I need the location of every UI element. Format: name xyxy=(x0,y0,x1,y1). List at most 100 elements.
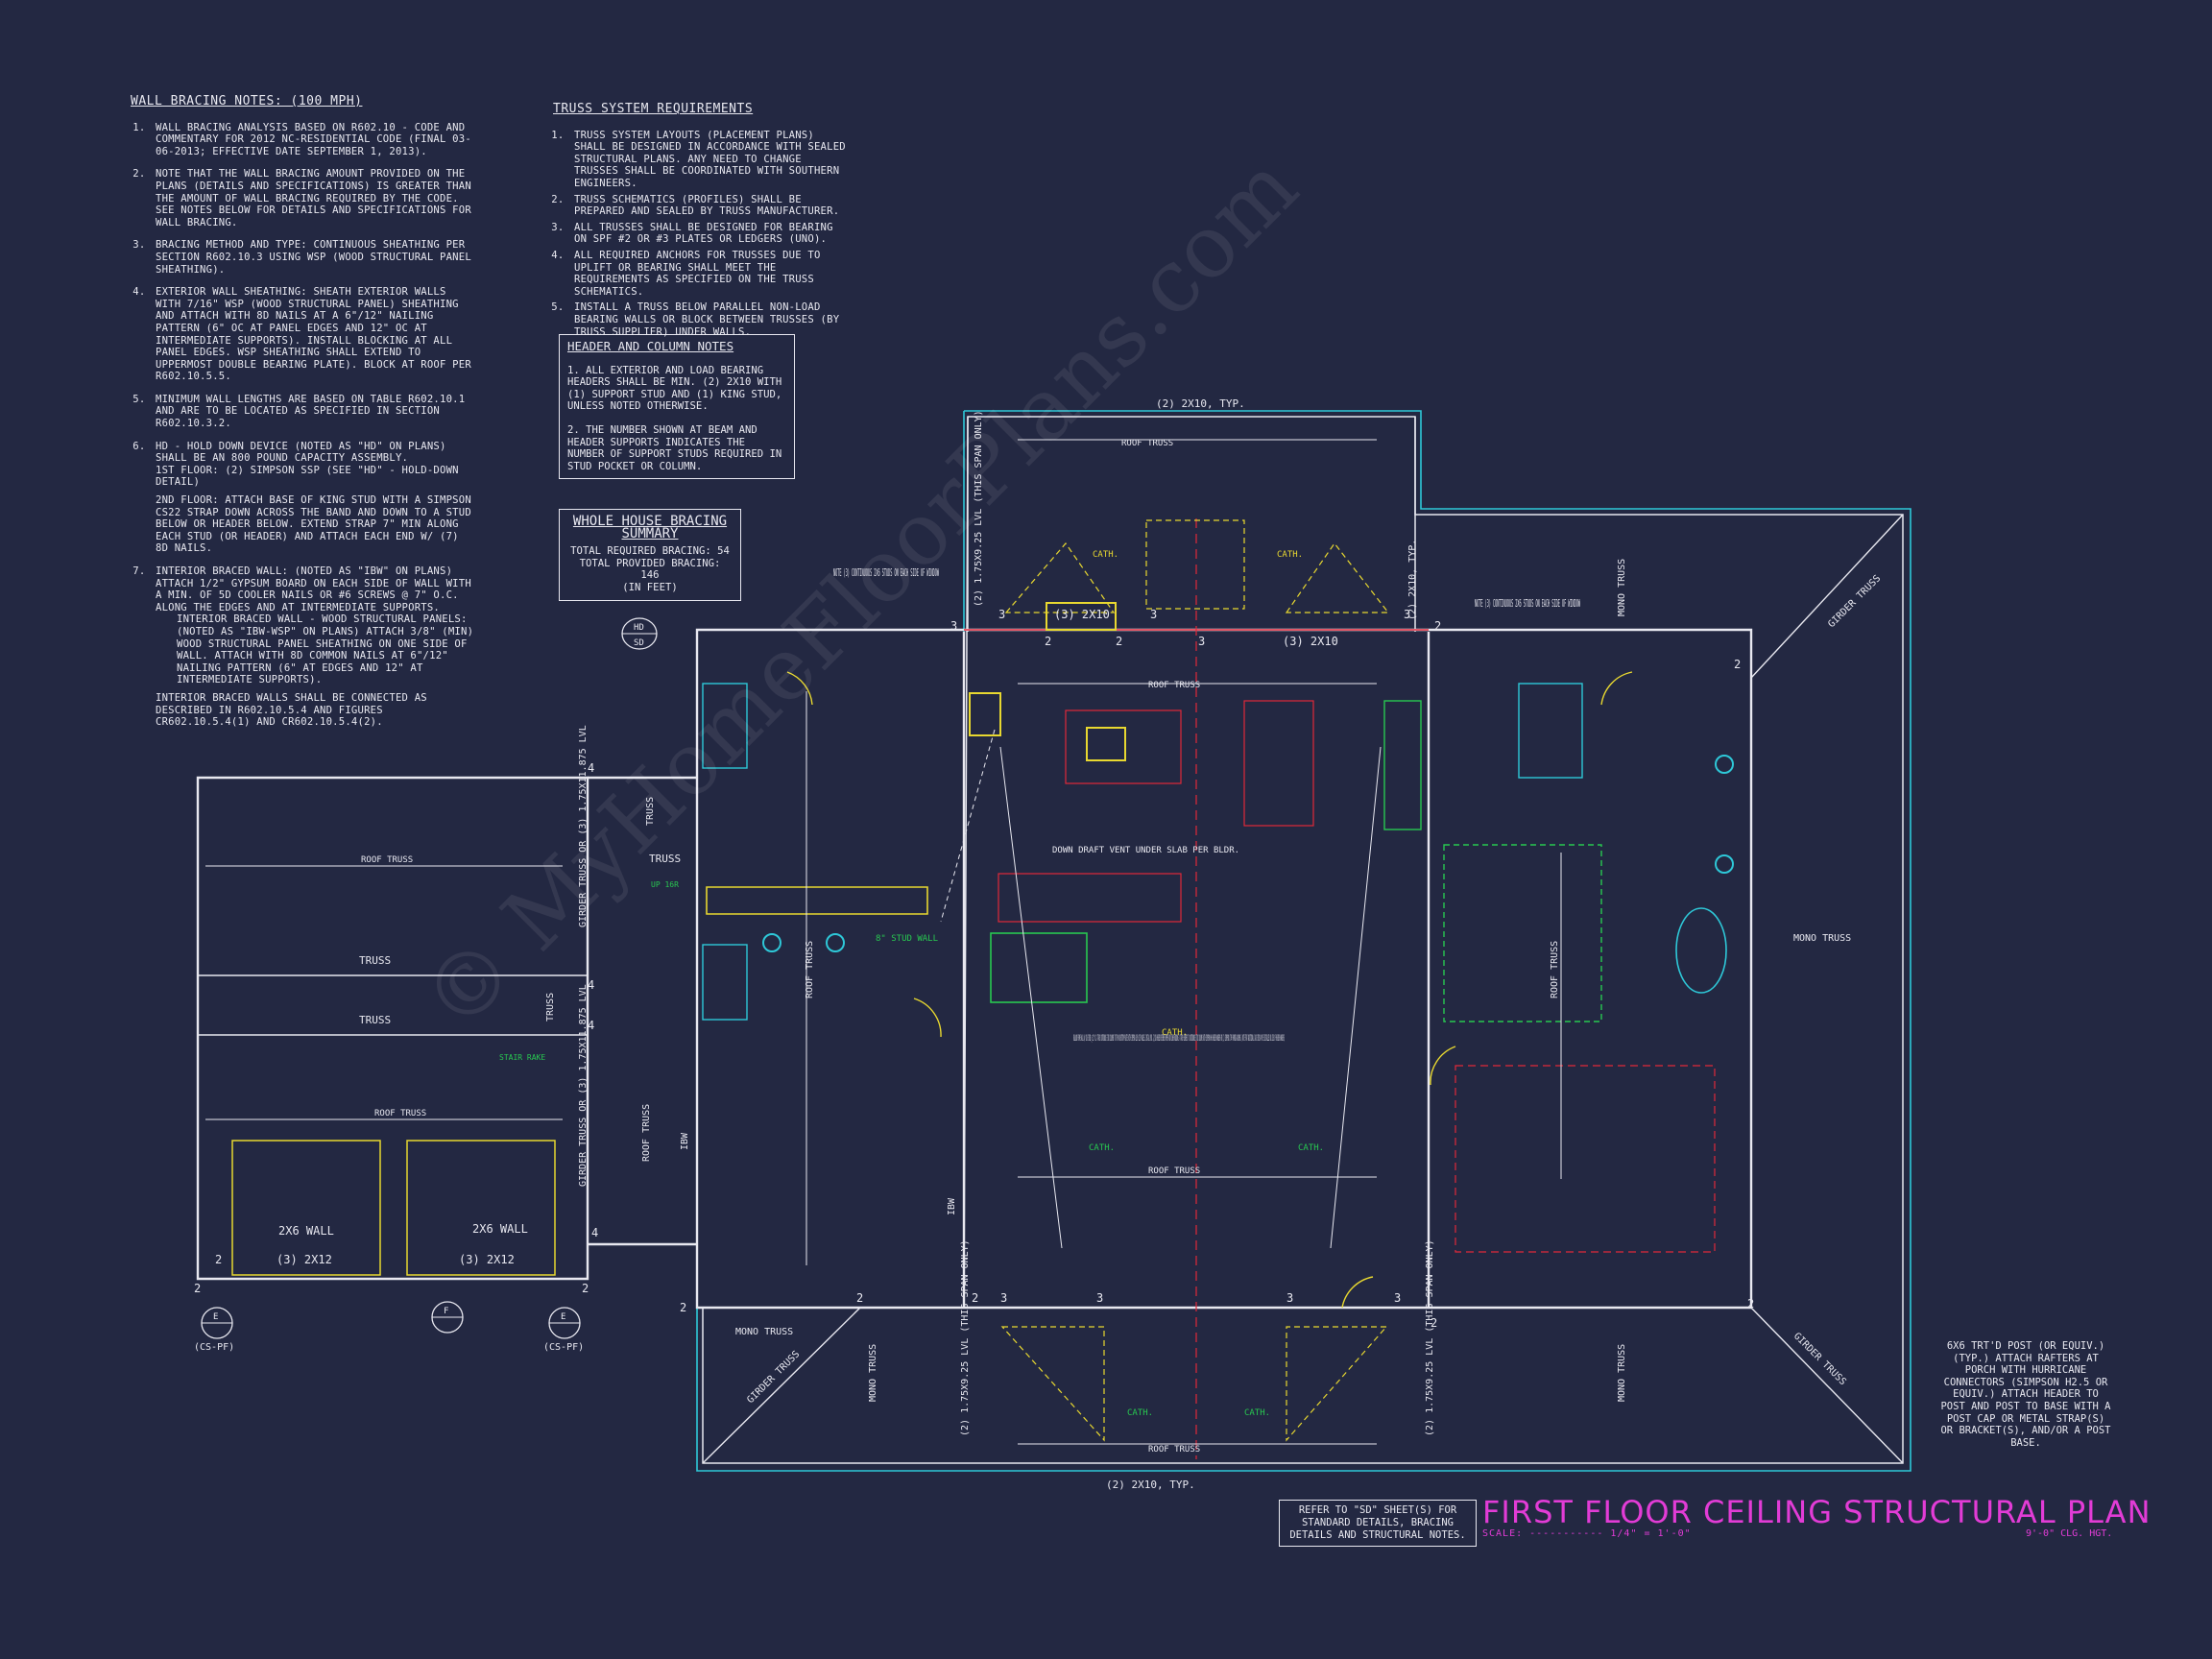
fireplace-top xyxy=(1046,602,1117,631)
header-column-notes: HEADER AND COLUMN NOTES 1. ALL EXTERIOR … xyxy=(559,334,795,480)
lvl-span-label: (2) 1.75x9.25 LVL (THIS SPAN ONLY) xyxy=(1425,1239,1435,1436)
header-note: 2. THE NUMBER SHOWN AT BEAM AND HEADER S… xyxy=(567,423,782,472)
sheet-title: FIRST FLOOR CEILING STRUCTURAL PLAN xyxy=(1482,1494,2152,1530)
roof-truss-label: ROOF TRUSS xyxy=(1148,1166,1200,1176)
truss-system-title: TRUSS SYSTEM REQUIREMENTS xyxy=(553,102,754,116)
stud-count: 2 xyxy=(215,1253,222,1266)
green-desk xyxy=(990,932,1088,1003)
interior-main-walls xyxy=(962,632,1431,1308)
stud-count: 2 xyxy=(194,1282,201,1295)
wall-bracing-item: HD - HOLD DOWN DEVICE (NOTED AS "HD" ON … xyxy=(152,441,476,555)
stud-count: 2 xyxy=(1747,1297,1754,1310)
wall-bracing-notes: WALL BRACING NOTES: (100 MPH) WALL BRACI… xyxy=(131,95,476,739)
cs-pf-label: (CS-PF) xyxy=(194,1342,234,1353)
wall-bracing-item: WALL BRACING ANALYSIS BASED ON R602.10 -… xyxy=(152,122,476,158)
bathtub xyxy=(1675,907,1727,994)
truss-label: TRUSS xyxy=(649,853,681,865)
cath-label: CATH. xyxy=(1244,1408,1270,1418)
wall-bracing-last: INTERIOR BRACED WALLS SHALL BE CONNECTED… xyxy=(156,691,427,729)
stud-count: 4 xyxy=(588,761,594,775)
ceiling-height: 9'-0" CLG. HGT. xyxy=(2026,1528,2113,1539)
roof-truss-label: ROOF TRUSS xyxy=(361,855,413,865)
garage-door-1 xyxy=(231,1140,381,1276)
door-swings xyxy=(786,671,1633,1309)
garage-truss-lines xyxy=(198,974,588,1036)
truss-vertical: TRUSS xyxy=(645,797,656,826)
bracing-summary-title: WHOLE HOUSE BRACING SUMMARY xyxy=(572,514,728,541)
shower-left xyxy=(702,683,748,769)
cath-label: CATH. xyxy=(1127,1408,1153,1418)
wall-bracing-bullet: 2ND FLOOR: ATTACH BASE OF KING STUD WITH… xyxy=(156,494,471,555)
stud-count: 3 xyxy=(1150,608,1157,621)
stud-count: 2 xyxy=(1116,635,1122,648)
stud-count: 3 xyxy=(998,608,1005,621)
stud-count: 2 xyxy=(680,1301,686,1314)
sink-2 xyxy=(1715,854,1734,874)
roof-truss-label: ROOF TRUSS xyxy=(1148,681,1200,690)
bracing-summary: WHOLE HOUSE BRACING SUMMARY TOTAL REQUIR… xyxy=(559,509,741,601)
cath-label: CATH. xyxy=(1093,550,1118,560)
cath-label: CATH. xyxy=(1277,550,1303,560)
truss-span-arrows-vertical xyxy=(805,691,1562,1265)
reference-note-box: REFER TO "SD" SHEET(S) FOR STANDARD DETA… xyxy=(1279,1500,1477,1547)
range-hood xyxy=(969,692,1001,736)
note3-left: NOTE (3) CONTINUOUS 2x6 STUDS ON EACH SI… xyxy=(833,566,939,579)
girder-lvl-label: GIRDER TRUSS OR (3) 1.75x11.875 LVL xyxy=(578,984,589,1187)
header-notes-title: HEADER AND COLUMN NOTES xyxy=(567,339,734,353)
tag-f-text: F xyxy=(444,1307,448,1316)
lvl-span-label: (2) 1.75x9.25 LVL (THIS SPAN ONLY) xyxy=(960,1239,971,1436)
stud-count: 4 xyxy=(591,1226,598,1239)
stud-count: 2 xyxy=(972,1291,978,1305)
note3-right: NOTE (3) CONTINUOUS 2x6 STUDS ON EACH SI… xyxy=(1475,597,1580,610)
truss-vertical: TRUSS xyxy=(545,993,556,1022)
stud-count: 3 xyxy=(1198,635,1205,648)
wall-2x6-label: 2x6 WALL xyxy=(472,1222,528,1236)
header-note: 1. ALL EXTERIOR AND LOAD BEARING HEADERS… xyxy=(567,364,782,413)
cs-pf-label: (CS-PF) xyxy=(543,1342,584,1353)
shower-left-2 xyxy=(702,944,748,1021)
bracing-provided: TOTAL PROVIDED BRACING: 146 xyxy=(579,557,721,582)
girder-truss-label: GIRDER TRUSS xyxy=(745,1349,802,1406)
header-3-2x12: (3) 2x12 xyxy=(276,1253,332,1266)
red-dashed-room xyxy=(1455,1065,1716,1253)
mono-truss-vertical: MONO TRUSS xyxy=(868,1344,878,1402)
stud-count: 2 xyxy=(856,1291,863,1305)
sink-3 xyxy=(762,933,781,952)
bottom-header-label: (2) 2x10, TYP. xyxy=(1106,1479,1195,1491)
wall-bracing-item: INTERIOR BRACED WALL: (NOTED AS "IBW" ON… xyxy=(152,565,476,729)
red-counter xyxy=(998,873,1182,923)
tag-e-text: E xyxy=(213,1312,218,1322)
mono-truss-label: MONO TRUSS xyxy=(735,1327,793,1337)
girder-diagonals xyxy=(702,514,1904,1464)
truss-item: ALL REQUIRED ANCHORS FOR TRUSSES DUE TO … xyxy=(570,250,851,298)
sink-1 xyxy=(1715,755,1734,774)
truss-item: ALL TRUSSES SHALL BE DESIGNED FOR BEARIN… xyxy=(570,222,851,246)
bracing-unit: (IN FEET) xyxy=(622,581,678,593)
plan-labels: (2) 2x10, TYP. (2) 2x10, TYP. ROOF TRUSS… xyxy=(194,397,1851,1491)
header-3-2x10: (3) 2x10 xyxy=(1054,608,1110,621)
stud-wall-label: 8" STUD WALL xyxy=(876,934,938,944)
mono-truss-vertical: MONO TRUSS xyxy=(1617,1344,1627,1402)
wall-2x6-label: 2x6 WALL xyxy=(278,1224,334,1238)
stud-count: 2 xyxy=(1431,1316,1437,1330)
wall-bracing-item: BRACING METHOD AND TYPE: CONTINUOUS SHEA… xyxy=(152,239,476,276)
red-island-top xyxy=(1065,709,1182,784)
hd-text: HD xyxy=(634,623,644,633)
sink-4 xyxy=(826,933,845,952)
balloon-note: BALLOON FRAME WALL w/ 2x6 STUDS @ 12" OC… xyxy=(1073,1034,1285,1044)
bracing-required: TOTAL REQUIRED BRACING: 54 xyxy=(570,545,730,558)
wall-bracing-item: EXTERIOR WALL SHEATHING: SHEATH EXTERIOR… xyxy=(152,286,476,383)
wall-bracing-item: MINIMUM WALL LENGTHS ARE BASED ON TABLE … xyxy=(152,394,476,430)
truss-item: TRUSS SYSTEM LAYOUTS (PLACEMENT PLANS) S… xyxy=(570,130,851,190)
cathedral-triangles-top xyxy=(1004,541,1390,613)
balloon-frame-note: BALLOON FRAME WALL w/ 2x6 STUDS @ 12" OC… xyxy=(1073,1034,1285,1044)
tag-e-text: E xyxy=(561,1312,565,1322)
roof-truss-label: ROOF TRUSS xyxy=(374,1109,426,1118)
cath-label: CATH. xyxy=(1089,1143,1115,1153)
roof-truss-label: ROOF TRUSS xyxy=(1148,1445,1200,1455)
sheet-scale: SCALE: ----------- 1/4" = 1'-0" xyxy=(1482,1528,1692,1539)
wall-bracing-sub: INTERIOR BRACED WALL - WOOD STRUCTURAL P… xyxy=(177,613,474,686)
stud-count: 3 xyxy=(1404,608,1410,621)
roof-truss-vertical: ROOF TRUSS xyxy=(805,941,815,998)
truss-item: TRUSS SCHEMATICS (PROFILES) SHALL BE PRE… xyxy=(570,194,851,218)
